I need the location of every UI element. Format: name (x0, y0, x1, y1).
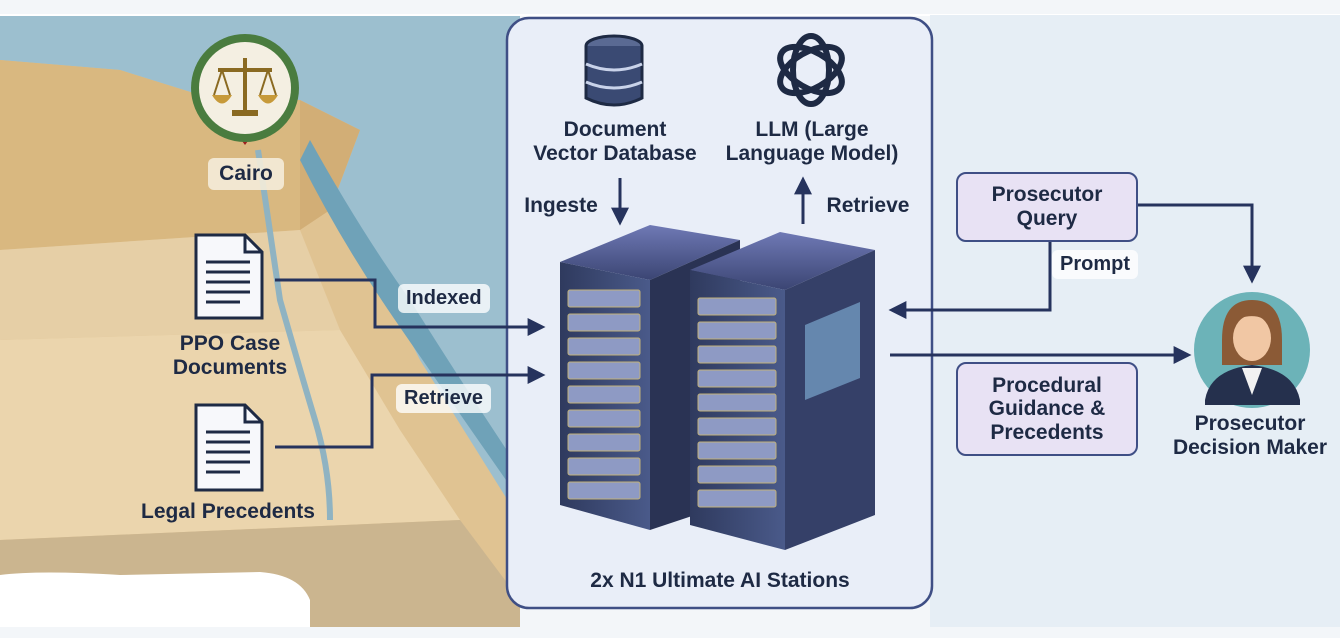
prompt-label: Prompt (1052, 250, 1138, 279)
legal-precedents-label: Legal Precedents (141, 500, 315, 523)
vector-database-label: Document Vector Database (533, 118, 697, 165)
llm-label: LLM (Large Language Model) (725, 118, 899, 165)
case-documents-label: PPO Case Documents (172, 332, 288, 379)
prosecutor-query-box: Prosecutor Query (956, 172, 1138, 242)
prosecutor-avatar-icon (1194, 292, 1310, 408)
retrieve-left-label: Retrieve (396, 384, 491, 413)
scales-of-justice-seal (191, 34, 299, 145)
document-icon (194, 403, 264, 492)
llm-knot-icon (777, 33, 845, 107)
query-to-decision-arrow (1135, 203, 1261, 284)
retrieve-top-label: Retrieve (826, 194, 910, 217)
retrieve-arrow-left (275, 366, 546, 449)
indexed-arrow (275, 278, 546, 336)
procedural-guidance-box: Procedural Guidance & Precedents (956, 362, 1138, 456)
city-label: Cairo (219, 162, 273, 185)
document-icon (194, 233, 264, 320)
prompt-arrow (888, 240, 1052, 319)
stations-label: 2x N1 Ultimate AI Stations (590, 569, 850, 592)
server-rack-icon (690, 232, 875, 550)
ingeste-label: Ingeste (524, 194, 598, 217)
decision-maker-label: Prosecutor Decision Maker (1172, 412, 1328, 459)
indexed-label: Indexed (398, 284, 490, 313)
database-icon (584, 34, 644, 107)
